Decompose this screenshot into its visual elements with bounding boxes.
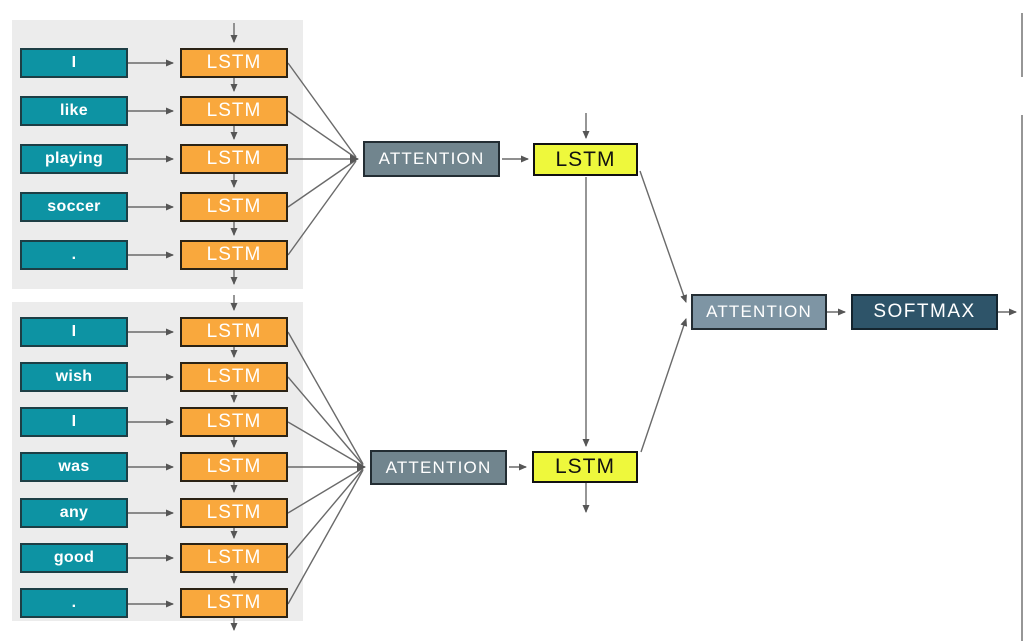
word-box: I: [20, 317, 128, 347]
word-box: any: [20, 498, 128, 528]
decoder-lstm-box-bottom: LSTM: [532, 451, 638, 483]
encoder-bottom-attention-fanin: [287, 331, 366, 605]
word-box: soccer: [20, 192, 128, 222]
word-box: wish: [20, 362, 128, 392]
attention-box-output: ATTENTION: [691, 294, 827, 330]
encoder-top-attention-fanin: [287, 62, 359, 256]
encoder-lstm-box: LSTM: [180, 362, 288, 392]
encoder-lstm-box: LSTM: [180, 240, 288, 270]
word-box: playing: [20, 144, 128, 174]
word-box: I: [20, 407, 128, 437]
encoder-bottom-word-arrows: [128, 328, 174, 608]
encoder-lstm-box: LSTM: [180, 96, 288, 126]
encoder-lstm-box: LSTM: [180, 48, 288, 78]
word-box: .: [20, 588, 128, 618]
softmax-box: SOFTMAX: [851, 294, 998, 330]
word-box: good: [20, 543, 128, 573]
attention-box-bottom: ATTENTION: [370, 450, 507, 485]
attention-box-top: ATTENTION: [363, 141, 500, 177]
encoder-top-word-arrows: [128, 59, 174, 259]
word-box: like: [20, 96, 128, 126]
encoder-lstm-box: LSTM: [180, 588, 288, 618]
encoder-lstm-box: LSTM: [180, 452, 288, 482]
encoder-lstm-box: LSTM: [180, 407, 288, 437]
output-arrows: [827, 13, 1023, 641]
decoder-to-output-attention-arrows: [639, 170, 688, 453]
encoder-lstm-box: LSTM: [180, 543, 288, 573]
word-box: .: [20, 240, 128, 270]
encoder-lstm-box: LSTM: [180, 192, 288, 222]
word-box: was: [20, 452, 128, 482]
encoder-lstm-box: LSTM: [180, 144, 288, 174]
word-box: I: [20, 48, 128, 78]
encoder-lstm-box: LSTM: [180, 317, 288, 347]
decoder-lstm-box-top: LSTM: [533, 143, 638, 176]
attention-to-decoder-arrows: [502, 155, 529, 471]
encoder-lstm-box: LSTM: [180, 498, 288, 528]
